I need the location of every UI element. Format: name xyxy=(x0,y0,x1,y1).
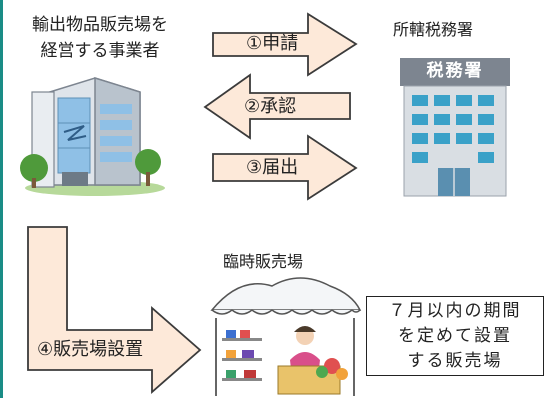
step1-label: ①申請 xyxy=(246,33,299,54)
tax-office-sign: 税務署 xyxy=(426,61,484,81)
step2-label: ②承認 xyxy=(244,96,297,117)
tax-office-building-icon xyxy=(400,58,510,197)
step4-label: ④販売場設置 xyxy=(37,339,144,360)
business-operator-label: 輸出物品販売場を 経営する事業者 xyxy=(12,12,188,64)
step3-label: ③届出 xyxy=(246,157,299,178)
market-stall-icon xyxy=(210,277,362,396)
business-operator-line1: 輸出物品販売場を xyxy=(32,15,168,35)
business-operator-line2: 経営する事業者 xyxy=(40,41,160,61)
arrow-step1 xyxy=(212,12,358,77)
note-line2: を定めて設置 xyxy=(398,326,512,346)
note-line1: ７月以内の期間 xyxy=(388,301,522,321)
note-line3: する販売場 xyxy=(407,351,503,371)
tax-office-label: 所轄税務署 xyxy=(393,20,474,39)
temporary-site-note: ７月以内の期間 を定めて設置 する販売場 xyxy=(366,296,544,376)
office-building-icon xyxy=(20,76,165,196)
arrow-step4 xyxy=(27,226,202,394)
temporary-site-label: 臨時販売場 xyxy=(223,252,304,271)
arrow-step3 xyxy=(212,134,358,201)
arrow-step2 xyxy=(203,73,351,140)
left-frame-line xyxy=(0,0,3,398)
